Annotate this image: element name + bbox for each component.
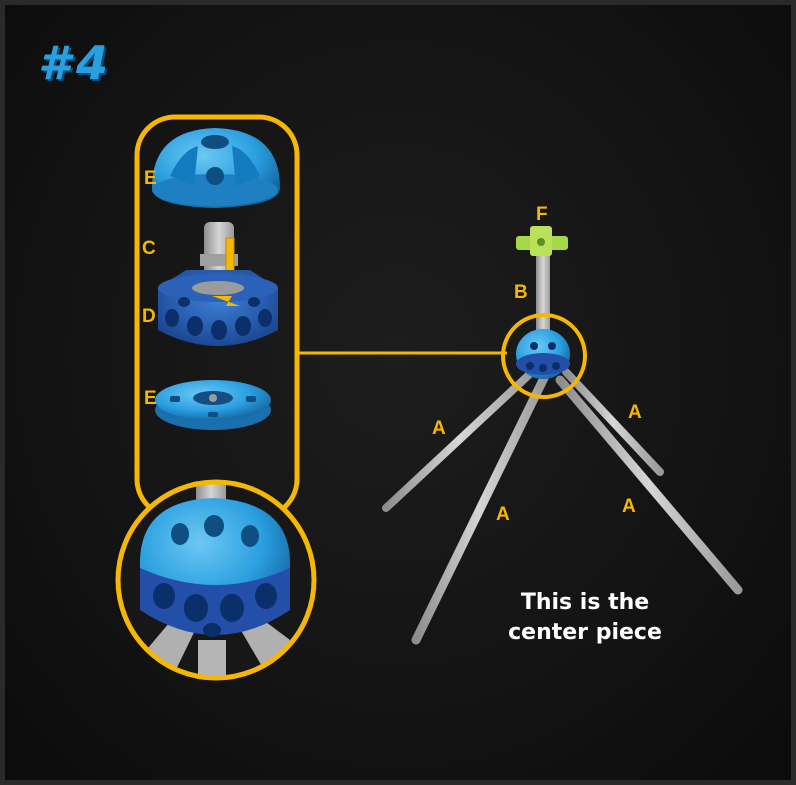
caption-line-2: center piece: [500, 618, 670, 648]
label-a-right-back: A: [628, 402, 642, 424]
label-a-front-left: A: [496, 504, 510, 526]
step-number-title: #4: [38, 36, 114, 90]
label-b: B: [514, 282, 528, 304]
center-piece-caption: This is the center piece: [500, 588, 670, 648]
label-a-front-right: A: [622, 496, 636, 518]
label-d: D: [142, 306, 156, 328]
label-f: F: [536, 204, 548, 226]
caption-line-1: This is the: [500, 588, 670, 618]
label-e-bottom: E: [144, 388, 157, 410]
label-a-left: A: [432, 418, 446, 440]
label-c: C: [142, 238, 156, 260]
label-e-top: E: [144, 168, 157, 190]
